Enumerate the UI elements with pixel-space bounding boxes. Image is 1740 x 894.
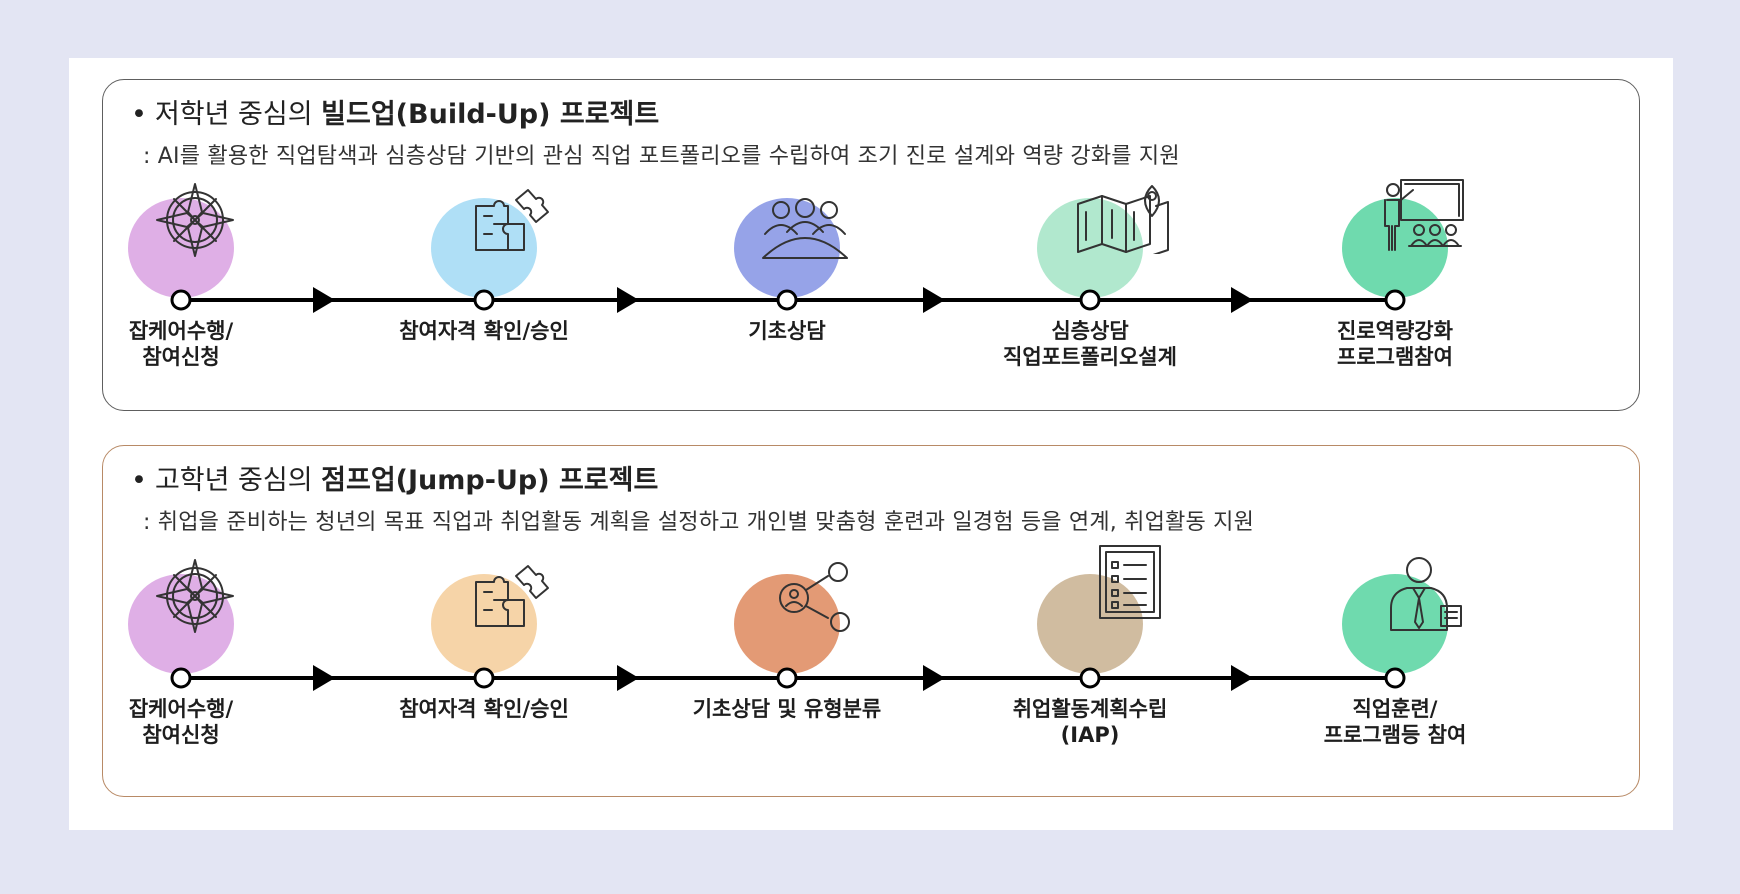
puzzle-icon — [470, 562, 550, 636]
step-node — [170, 667, 192, 689]
arrow-head — [617, 665, 639, 691]
step-label-line1: 참여자격 확인/승인 — [399, 697, 569, 721]
arrow-head — [313, 665, 335, 691]
step-label-line1: 취업활동계획수립 — [1012, 697, 1168, 721]
panel-description: : AI를 활용한 직업탐색과 심층상담 기반의 관심 직업 포트폴리오를 수립… — [143, 144, 1180, 169]
step-color-circle — [734, 574, 840, 674]
panel-title: •고학년 중심의 점프업(Jump-Up) 프로젝트 — [131, 458, 658, 497]
step-label-line1: 심층상담 — [1051, 319, 1129, 343]
checklist-icon — [1094, 542, 1166, 626]
map-pin-icon — [1072, 182, 1172, 258]
compass-icon — [152, 558, 238, 638]
teacher-presentation-icon — [1375, 176, 1471, 260]
compass-icon — [152, 182, 238, 262]
step-label-line2: 프로그램참여 — [1337, 345, 1453, 369]
arrow-head — [313, 287, 335, 313]
step-label-line1: 참여자격 확인/승인 — [399, 319, 569, 343]
step-node — [170, 289, 192, 311]
step-node — [473, 289, 495, 311]
step-color-circle — [1037, 574, 1143, 674]
step-node — [1384, 667, 1406, 689]
step-label-line2: 참여신청 — [142, 723, 220, 747]
timeline-line — [170, 287, 1406, 313]
step-node — [1079, 289, 1101, 311]
arrow-head — [923, 665, 945, 691]
step-color-circle — [431, 574, 537, 674]
step-label-line2: (IAP) — [1060, 723, 1120, 747]
step-label: 취업활동계획수립(IAP) — [970, 696, 1210, 748]
content-card: •저학년 중심의 빌드업(Build-Up) 프로젝트 : AI를 활용한 직업… — [69, 58, 1673, 830]
step-label: 잡케어수행/참여신청 — [61, 696, 301, 748]
panel-description: : 취업을 준비하는 청년의 목표 직업과 취업활동 계획을 설정하고 개인별 … — [143, 510, 1255, 535]
step-label: 잡케어수행/참여신청 — [61, 318, 301, 370]
step-label: 참여자격 확인/승인 — [364, 318, 604, 344]
title-bold: 빌드업(Build-Up) 프로젝트 — [321, 99, 660, 130]
step-label: 기초상담 및 유형분류 — [667, 696, 907, 722]
arrow-head — [617, 287, 639, 313]
puzzle-icon — [470, 186, 550, 260]
process-timeline: 잡케어수행/참여신청 참여자격 확인/승인 기초상담 및 유형분류 취업활동계획… — [103, 446, 1639, 796]
step-node — [1079, 667, 1101, 689]
jump-up-panel: •고학년 중심의 점프업(Jump-Up) 프로젝트 : 취업을 준비하는 청년… — [102, 445, 1640, 797]
step-label-line2: 참여신청 — [142, 345, 220, 369]
step-color-circle — [431, 198, 537, 298]
step-label-line1: 기초상담 및 유형분류 — [692, 697, 882, 721]
person-network-icon — [768, 562, 858, 636]
step-node — [776, 667, 798, 689]
step-label: 참여자격 확인/승인 — [364, 696, 604, 722]
title-prefix: 저학년 중심의 — [154, 99, 322, 130]
timeline-line — [170, 665, 1406, 691]
arrow-head — [923, 287, 945, 313]
title-bold: 점프업(Jump-Up) 프로젝트 — [321, 465, 659, 496]
step-color-circle — [1342, 574, 1448, 674]
step-label-line1: 기초상담 — [748, 319, 826, 343]
arrow-head — [1231, 287, 1253, 313]
title-bullet: • — [131, 465, 147, 496]
step-label: 기초상담 — [667, 318, 907, 344]
step-label-line1: 잡케어수행/ — [128, 319, 234, 343]
step-label-line2: 프로그램등 참여 — [1323, 723, 1467, 747]
step-node — [1384, 289, 1406, 311]
title-prefix: 고학년 중심의 — [154, 465, 322, 496]
step-label-line1: 진로역량강화 — [1337, 319, 1453, 343]
arrow-head — [1231, 665, 1253, 691]
panel-title: •저학년 중심의 빌드업(Build-Up) 프로젝트 — [131, 92, 659, 131]
step-label: 직업훈련/프로그램등 참여 — [1275, 696, 1515, 748]
step-label-line1: 직업훈련/ — [1352, 697, 1438, 721]
build-up-panel: •저학년 중심의 빌드업(Build-Up) 프로젝트 : AI를 활용한 직업… — [102, 79, 1640, 411]
step-node — [473, 667, 495, 689]
step-label-line1: 잡케어수행/ — [128, 697, 234, 721]
step-label-line2: 직업포트폴리오설계 — [1003, 345, 1177, 369]
businessman-icon — [1385, 554, 1465, 638]
step-node — [776, 289, 798, 311]
title-bullet: • — [131, 99, 147, 130]
group-meeting-icon — [757, 198, 853, 266]
